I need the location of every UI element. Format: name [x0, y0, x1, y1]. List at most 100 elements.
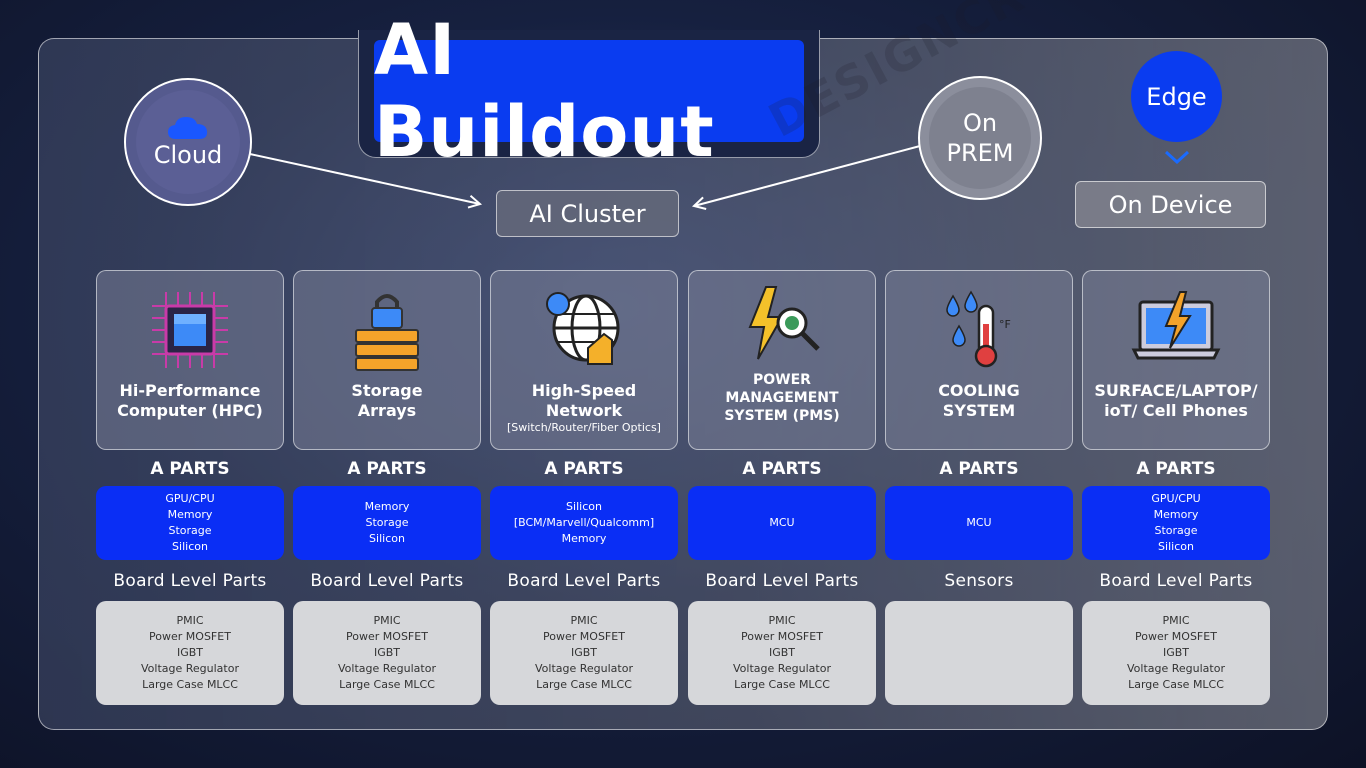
power-search-icon [740, 285, 824, 365]
board-part-item: IGBT [1162, 646, 1190, 659]
a-part-item: MCU [966, 516, 992, 529]
a-parts-heading: A PARTS [150, 459, 230, 479]
ai-cluster-label: AI Cluster [529, 199, 646, 228]
board-parts-box [885, 601, 1073, 705]
storage-lock-icon [352, 285, 422, 375]
board-part-item: IGBT [373, 646, 401, 659]
category-name-line: High-Speed [531, 381, 637, 400]
board-parts-heading: Board Level Parts [310, 571, 464, 591]
edge-node: Edge [1131, 51, 1222, 142]
svg-text:°F: °F [999, 318, 1011, 331]
network-globe-icon [542, 285, 626, 375]
board-parts-heading: Board Level Parts [1099, 571, 1253, 591]
category-name-line: MANAGEMENT [725, 390, 839, 406]
a-part-item: GPU/CPU [165, 492, 215, 505]
board-part-item: Voltage Regulator [733, 662, 831, 675]
category-name-line: SYSTEM (PMS) [724, 408, 840, 424]
on-prem-node: On PREM [918, 76, 1042, 200]
board-part-item: Voltage Regulator [1127, 662, 1225, 675]
a-part-item: Storage [168, 524, 212, 537]
a-part-item: Silicon [172, 540, 208, 553]
board-part-item: Large Case MLCC [734, 678, 830, 691]
a-parts-heading: A PARTS [939, 459, 1019, 479]
a-part-item: Silicon [369, 532, 405, 545]
category-name-line: Computer (HPC) [117, 401, 263, 420]
a-part-item: Memory [364, 500, 410, 513]
a-parts-box: MCU [885, 486, 1073, 560]
on-device-label: On Device [1108, 190, 1233, 219]
board-parts-heading: Sensors [944, 571, 1014, 591]
laptop-bolt-icon [1130, 285, 1222, 375]
category-name-line: COOLING [938, 381, 1020, 400]
board-part-item: PMIC [570, 614, 598, 627]
on-prem-label-line1: On [962, 109, 998, 137]
a-part-item: Memory [1153, 508, 1199, 521]
on-device-box: On Device [1075, 181, 1266, 228]
category-name-line: SYSTEM [942, 401, 1016, 420]
page-title: AI Buildout [374, 9, 804, 173]
a-part-item: Storage [365, 516, 409, 529]
a-parts-box: MCU [688, 486, 876, 560]
board-part-item: PMIC [1162, 614, 1190, 627]
board-part-item: IGBT [570, 646, 598, 659]
board-part-item: Power MOSFET [741, 630, 823, 643]
chevron-down-icon [1164, 150, 1190, 164]
board-part-item: PMIC [176, 614, 204, 627]
board-part-item: Voltage Regulator [338, 662, 436, 675]
board-parts-heading: Board Level Parts [705, 571, 859, 591]
board-part-item: PMIC [373, 614, 401, 627]
category-name: SURFACE/LAPTOP/ioT/ Cell Phones [1094, 381, 1257, 421]
board-part-item: Large Case MLCC [536, 678, 632, 691]
board-part-item: IGBT [176, 646, 204, 659]
a-part-item: Silicon [566, 500, 602, 513]
board-part-item: PMIC [768, 614, 796, 627]
on-prem-label-line2: PREM [946, 139, 1014, 167]
board-part-item: Power MOSFET [149, 630, 231, 643]
cloud-icon [168, 117, 208, 139]
thermometer-icon: °F [937, 285, 1021, 375]
a-parts-box: Silicon [BCM/Marvell/Qualcomm] Memory [490, 486, 678, 560]
a-parts-heading: A PARTS [742, 459, 822, 479]
a-parts-heading: A PARTS [1136, 459, 1216, 479]
a-part-item: Storage [1154, 524, 1198, 537]
board-part-item: Power MOSFET [1135, 630, 1217, 643]
board-part-item: Large Case MLCC [339, 678, 435, 691]
a-parts-heading: A PARTS [544, 459, 624, 479]
a-part-item: MCU [769, 516, 795, 529]
category-name-line: SURFACE/LAPTOP/ [1094, 381, 1258, 400]
category-column-6: SURFACE/LAPTOP/ioT/ Cell Phones A PARTS … [1082, 270, 1270, 705]
category-card: SURFACE/LAPTOP/ioT/ Cell Phones [1082, 270, 1270, 450]
category-name-line: POWER [753, 372, 811, 388]
a-part-item: [BCM/Marvell/Qualcomm] [513, 516, 655, 529]
a-part-item: GPU/CPU [1151, 492, 1201, 505]
category-name-line: Network [545, 401, 623, 420]
a-part-item: Memory [561, 532, 607, 545]
board-parts-heading: Board Level Parts [113, 571, 267, 591]
board-part-item: IGBT [768, 646, 796, 659]
category-subtitle: [Switch/Router/Fiber Optics] [507, 421, 661, 434]
cloud-node: Cloud [124, 78, 252, 206]
cpu-chip-icon [148, 285, 232, 375]
category-name: POWER MANAGEMENT SYSTEM (PMS) [724, 371, 839, 425]
category-name-line: Hi-Performance [119, 381, 261, 400]
category-name-line: Storage [351, 381, 423, 400]
ai-cluster-box: AI Cluster [496, 190, 679, 237]
category-name-line: ioT/ Cell Phones [1104, 401, 1248, 420]
